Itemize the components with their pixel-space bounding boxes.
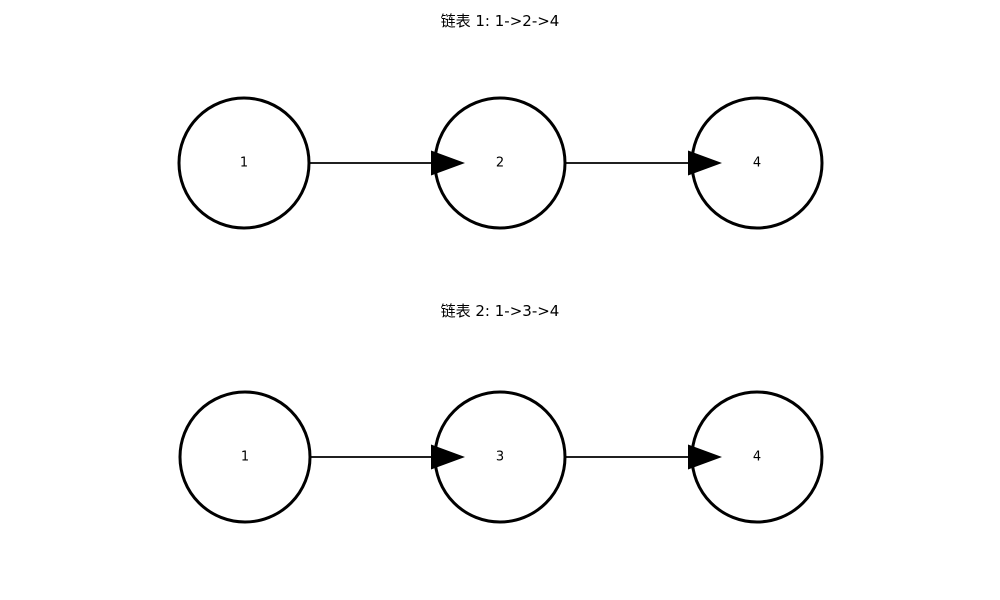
node-label: 3 <box>496 450 504 465</box>
node-label: 1 <box>241 450 249 465</box>
arrowhead-icon <box>688 444 722 470</box>
node-label: 4 <box>753 450 761 465</box>
arrowhead-icon <box>431 444 465 470</box>
list-title: 链表 2: 1->3->4 <box>441 302 560 320</box>
node-label: 2 <box>496 156 504 171</box>
arrowhead-icon <box>688 150 722 176</box>
node-label: 1 <box>240 156 248 171</box>
arrowhead-icon <box>431 150 465 176</box>
node-label: 4 <box>753 156 761 171</box>
list-title: 链表 1: 1->2->4 <box>441 12 560 30</box>
